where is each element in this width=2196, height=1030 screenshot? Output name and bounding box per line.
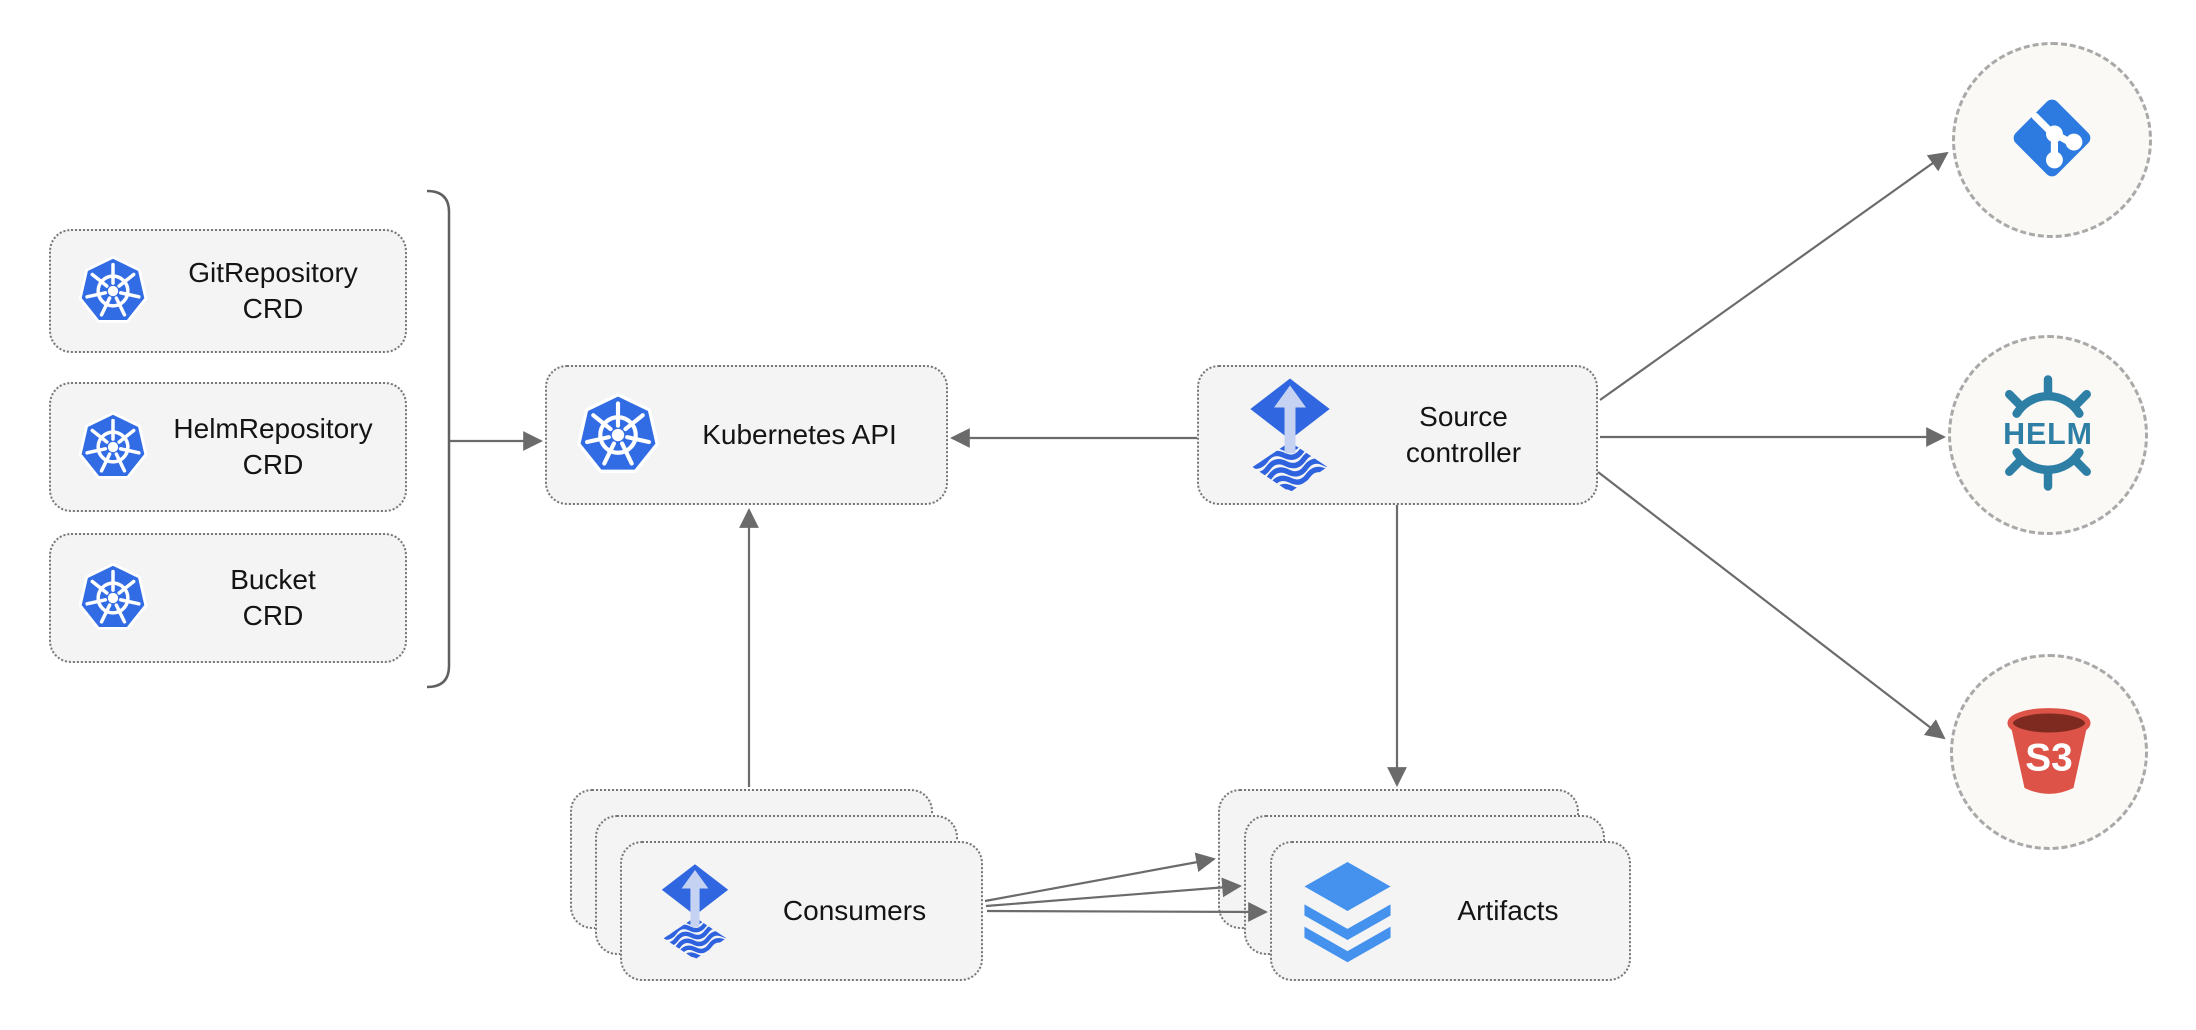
artifact-layers-icon [1300,859,1395,963]
node-consumers: Consumers [620,841,983,981]
consumers-label: Consumers [782,894,927,926]
crd-label-line2: CRD [242,600,304,631]
helm-icon: HELM [1989,374,2107,497]
source-controller-line2: controller [1405,437,1522,468]
artifacts-label: Artifacts [1457,894,1559,926]
crd-label-line1: Bucket [230,563,316,595]
node-label: GitRepository CRD [149,255,405,328]
kubernetes-icon [77,255,149,327]
helm-endpoint: HELM [1948,335,2148,535]
edge-consumers-to-artifacts-1 [984,852,1216,903]
s3-endpoint: S3 [1950,654,2148,850]
node-label: Bucket CRD [149,562,405,635]
crd-label-line2: CRD [242,449,304,480]
node-source-controller: Source controller [1197,365,1598,505]
kubernetes-icon [77,411,149,483]
kubernetes-icon [575,392,661,478]
edge-consumers-to-artifacts-2 [985,877,1242,908]
node-bucket-crd: Bucket CRD [49,533,407,663]
helm-label: HELM [2003,417,2093,451]
crd-label-line2: CRD [242,293,304,324]
git-icon [2000,86,2104,195]
s3-label: S3 [2025,736,2072,779]
node-gitrepository-crd: GitRepository CRD [49,229,407,353]
crd-label-line1: GitRepository [188,256,358,288]
crd-bracket [426,189,451,689]
source-controller-icon [654,863,736,960]
edge-source-to-git [1599,151,1949,401]
crd-label-line1: HelmRepository [173,412,373,444]
source-controller-line1: Source [1419,400,1508,432]
s3-bucket-icon: S3 [1995,696,2103,809]
kubernetes-icon [77,562,149,634]
node-helmrepository-crd: HelmRepository CRD [49,382,407,512]
node-artifacts: Artifacts [1270,841,1631,981]
kubernetes-api-label: Kubernetes API [702,418,897,450]
node-kubernetes-api: Kubernetes API [545,365,948,505]
source-controller-label: Source controller [1339,399,1596,472]
edge-source-to-s3 [1597,471,1946,740]
node-label: HelmRepository CRD [149,411,405,484]
source-controller-icon [1241,377,1339,493]
git-endpoint [1952,42,2152,238]
